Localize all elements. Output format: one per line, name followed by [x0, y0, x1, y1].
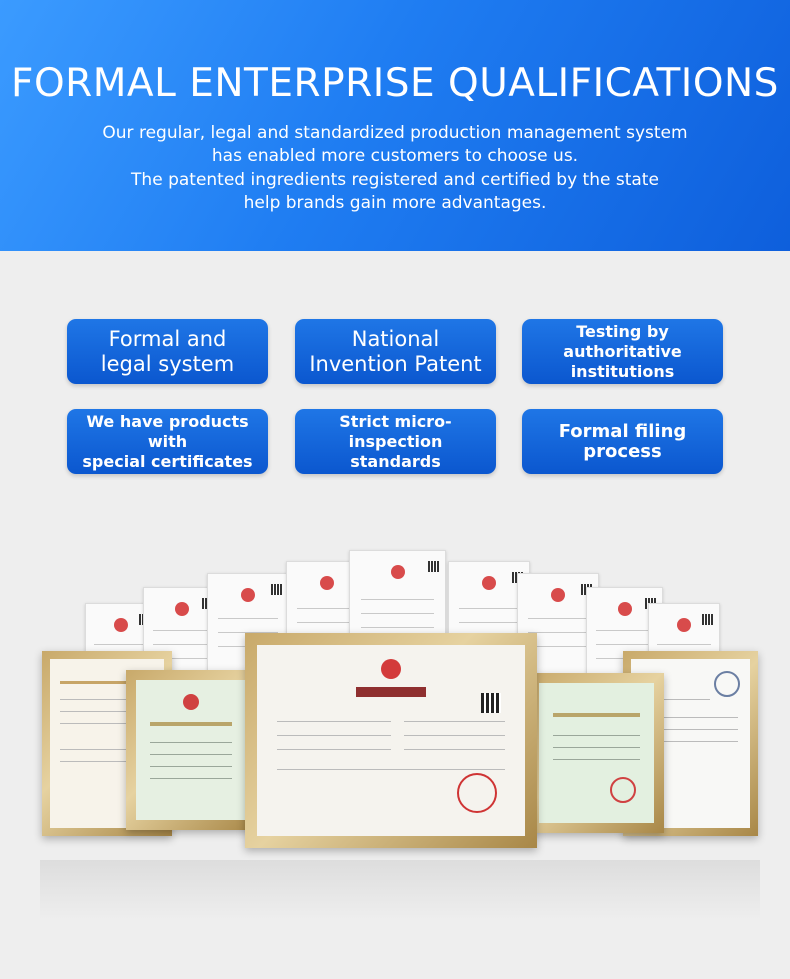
card-line: Testing by authoritative: [563, 321, 682, 361]
page-title: FORMAL ENTERPRISE QUALIFICATIONS: [11, 61, 779, 106]
intro-line: The patented ingredients registered and …: [131, 169, 659, 190]
card-line: legal system: [100, 351, 235, 376]
card-line: National: [351, 326, 440, 351]
card-line: Invention Patent: [309, 351, 482, 376]
card-line: special certificates: [82, 451, 253, 471]
card-line: standards: [350, 451, 441, 471]
certificate-drainage-permit: [529, 673, 664, 833]
certificate-wall: [40, 545, 760, 885]
header-banner: FORMAL ENTERPRISE QUALIFICATIONS Our reg…: [0, 0, 790, 251]
intro-line: Our regular, legal and standardized prod…: [102, 123, 688, 143]
certificate-cosmetics-license: [126, 670, 256, 830]
card-line: Strict micro-inspection: [339, 411, 452, 451]
intro-line: has enabled more customers to choose us.: [211, 146, 579, 167]
card-line: Formal and: [108, 326, 227, 351]
certificate-business-license: [245, 633, 537, 848]
qualification-card-filing-process[interactable]: Formal filing process: [522, 409, 723, 474]
intro-line: help brands gain more advantages.: [243, 192, 547, 213]
certificate-reflection: [40, 860, 760, 920]
card-line: institutions: [570, 361, 675, 381]
card-line: Formal filing process: [558, 420, 687, 462]
intro-text: Our regular, legal and standardized prod…: [0, 122, 790, 215]
card-line: We have products with: [86, 411, 249, 451]
